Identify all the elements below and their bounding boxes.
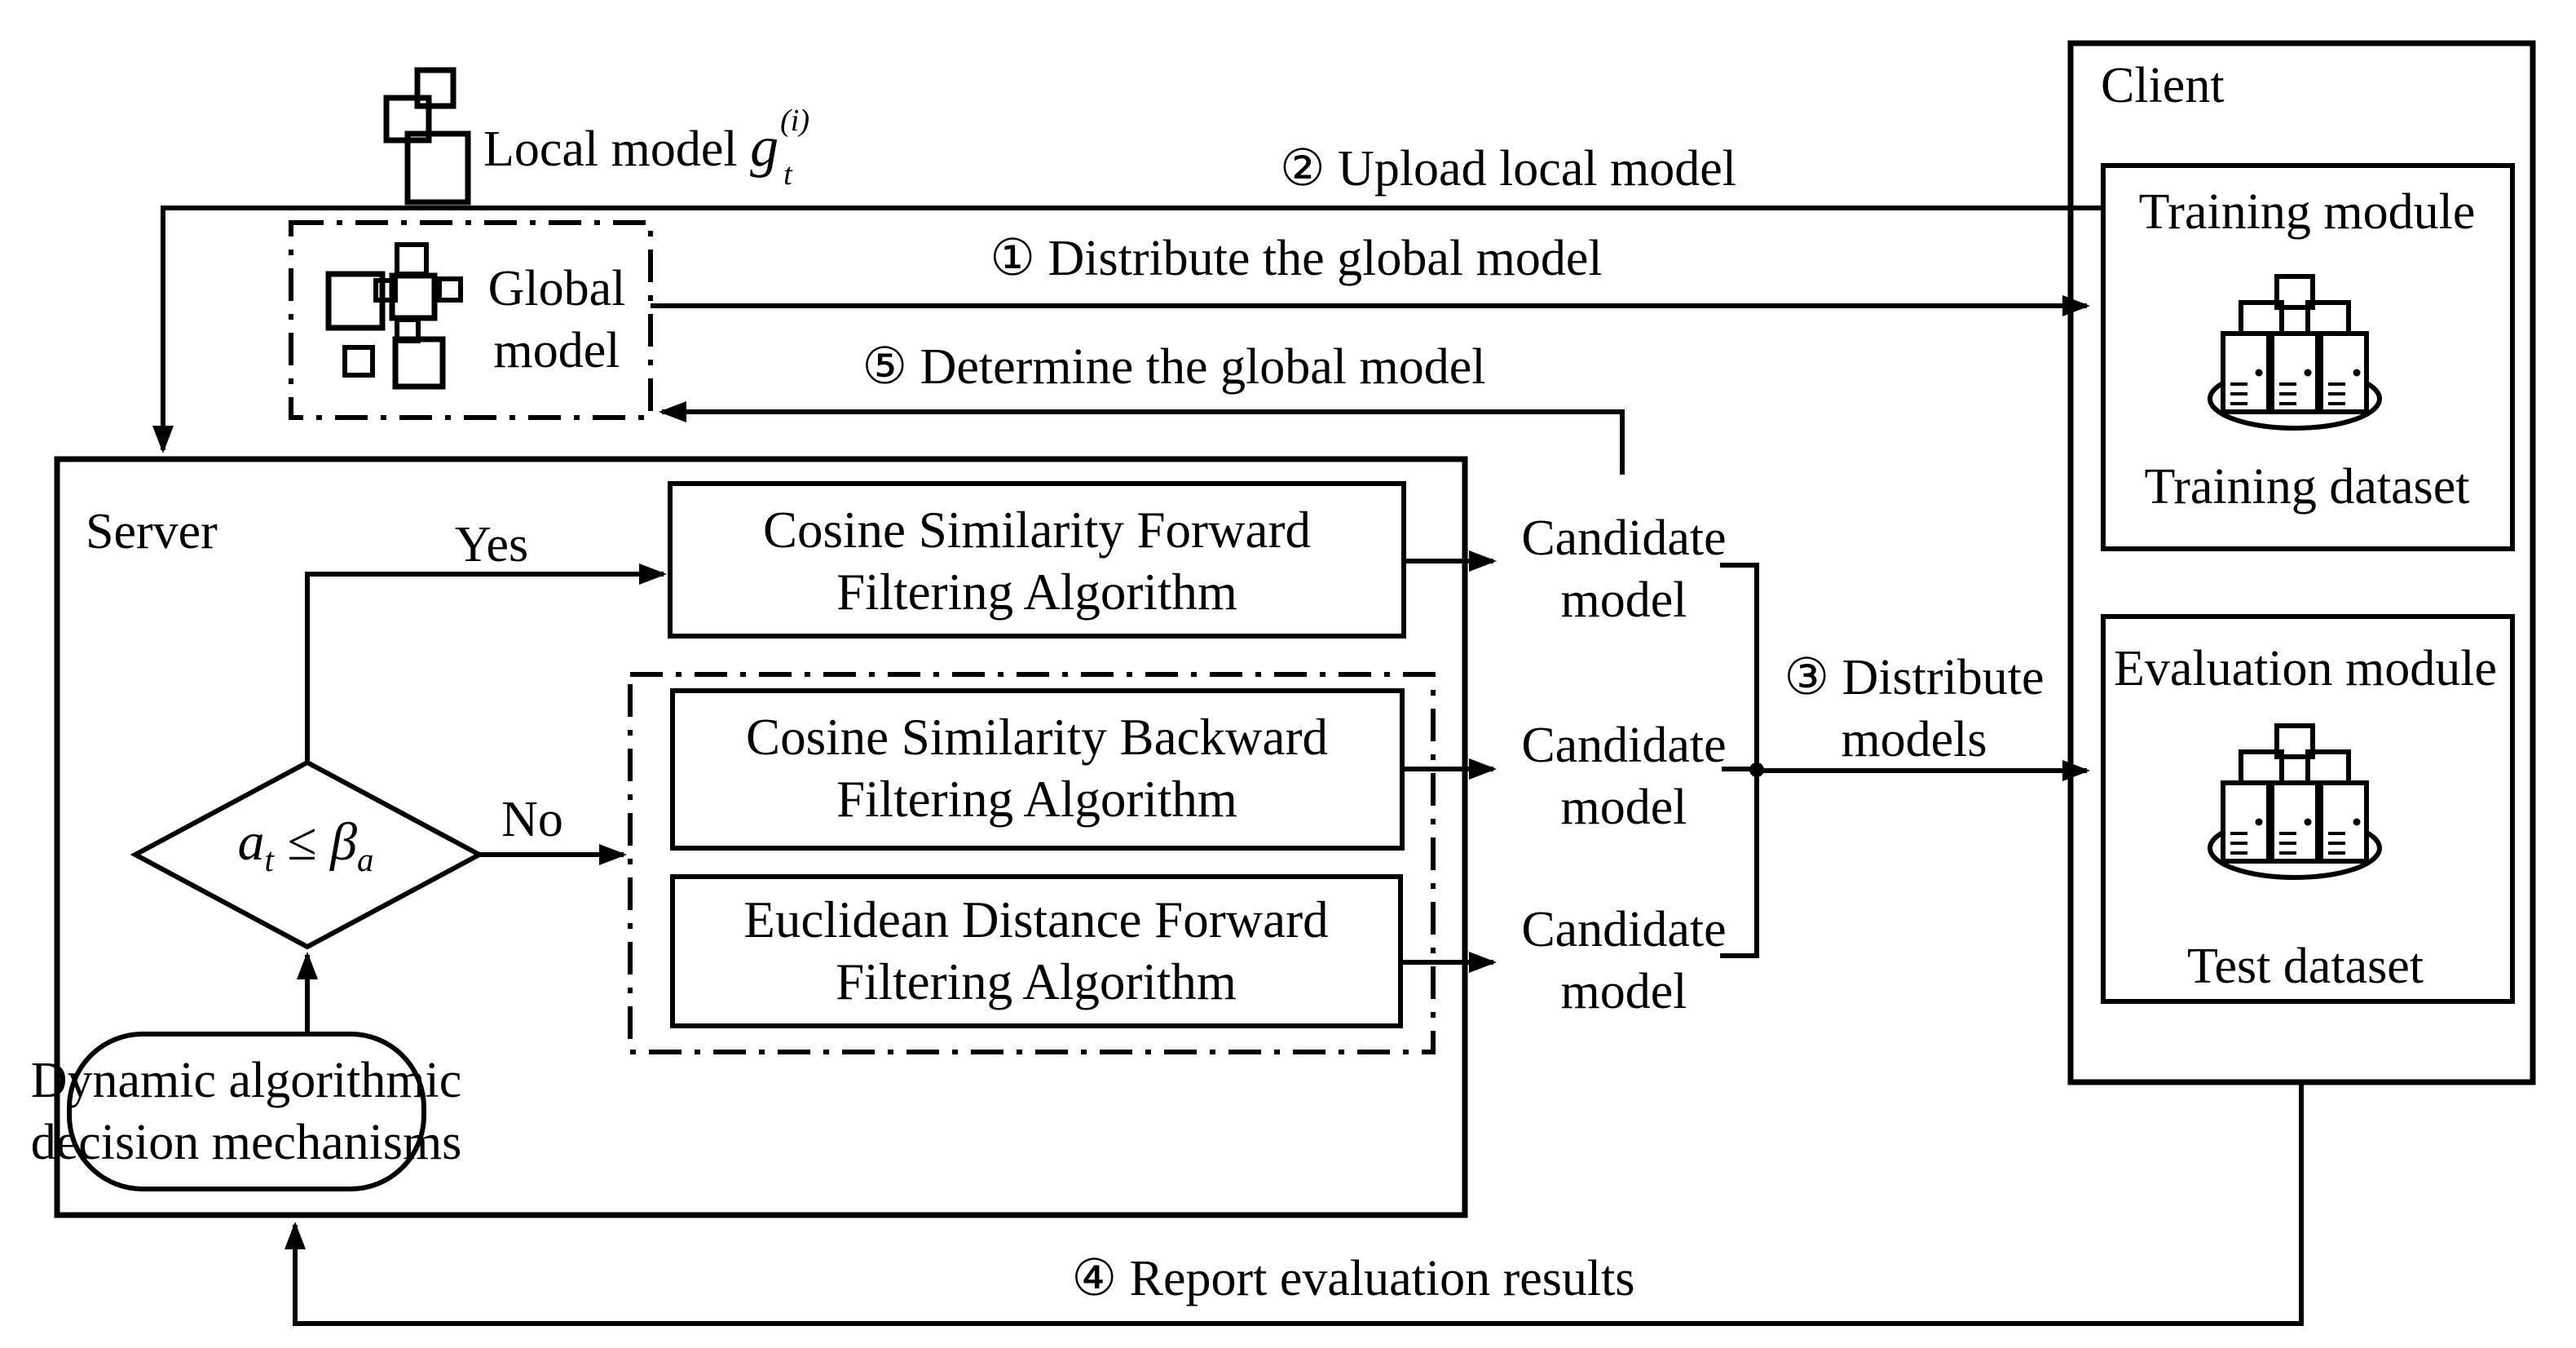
step3-label: ③ Distribute models [1784,650,2044,767]
cosine-forward-label: Cosine Similarity Forward Filtering Algo… [763,502,1311,621]
local-model-sub-sup: (i)t [780,104,809,192]
no-label: No [501,792,563,847]
test-dataset-stack-icon [2210,726,2380,877]
local-model-text: Local model [483,122,738,177]
decision-mechanism-box [67,1032,426,1191]
server-title: Server [86,504,218,559]
client-title: Client [2101,58,2225,113]
local-model-label: Local model g(i)t [483,104,840,192]
yes-label: Yes [454,517,529,572]
candidate-model-2: Candidate model [1521,718,1727,835]
euclidean-forward-label: Euclidean Distance Forward Filtering Alg… [743,891,1329,1010]
euclidean-forward-box [670,874,1403,1028]
arrow-report-results [285,1082,2304,1326]
cosine-backward-label: Cosine Similarity Backward Filtering Alg… [746,709,1328,828]
local-model-icon [383,67,471,206]
step4-label: ④ Report evaluation results [1071,1251,1635,1306]
local-model-var: g [750,116,779,179]
training-module-title: Training module [2138,184,2476,240]
arrow-yes-branch [305,564,667,762]
candidate-model-1: Candidate model [1521,510,1727,628]
decision-mechanism-label: Dynamic algorithmic decision mechanisms [30,1053,462,1170]
training-dataset-stack-icon [2210,276,2380,428]
global-model-box [289,220,653,420]
training-dataset-label: Training dataset [2144,459,2470,515]
evaluation-module-box [2101,614,2515,1004]
junction-dot [1749,762,1764,777]
decision-condition: at ≤ βa [237,811,374,879]
arrow-upload-local-model [152,206,2103,453]
training-module-box [2101,163,2515,551]
arrow-determine-global-model [659,401,1625,475]
step5-label: ⑤ Determine the global model [862,339,1486,395]
evaluation-module-title: Evaluation module [2113,641,2498,696]
backup-algorithms-group-box [628,672,1436,1054]
global-model-label: Global model [487,261,626,378]
candidate-model-3: Candidate model [1521,902,1727,1019]
global-model-icon [325,242,463,390]
server-box [54,456,1468,1218]
decision-diamond [130,759,485,950]
step1-label: ① Distribute the global model [990,231,1603,286]
test-dataset-label: Test dataset [2186,939,2424,994]
step2-label: ② Upload local model [1279,141,1737,197]
